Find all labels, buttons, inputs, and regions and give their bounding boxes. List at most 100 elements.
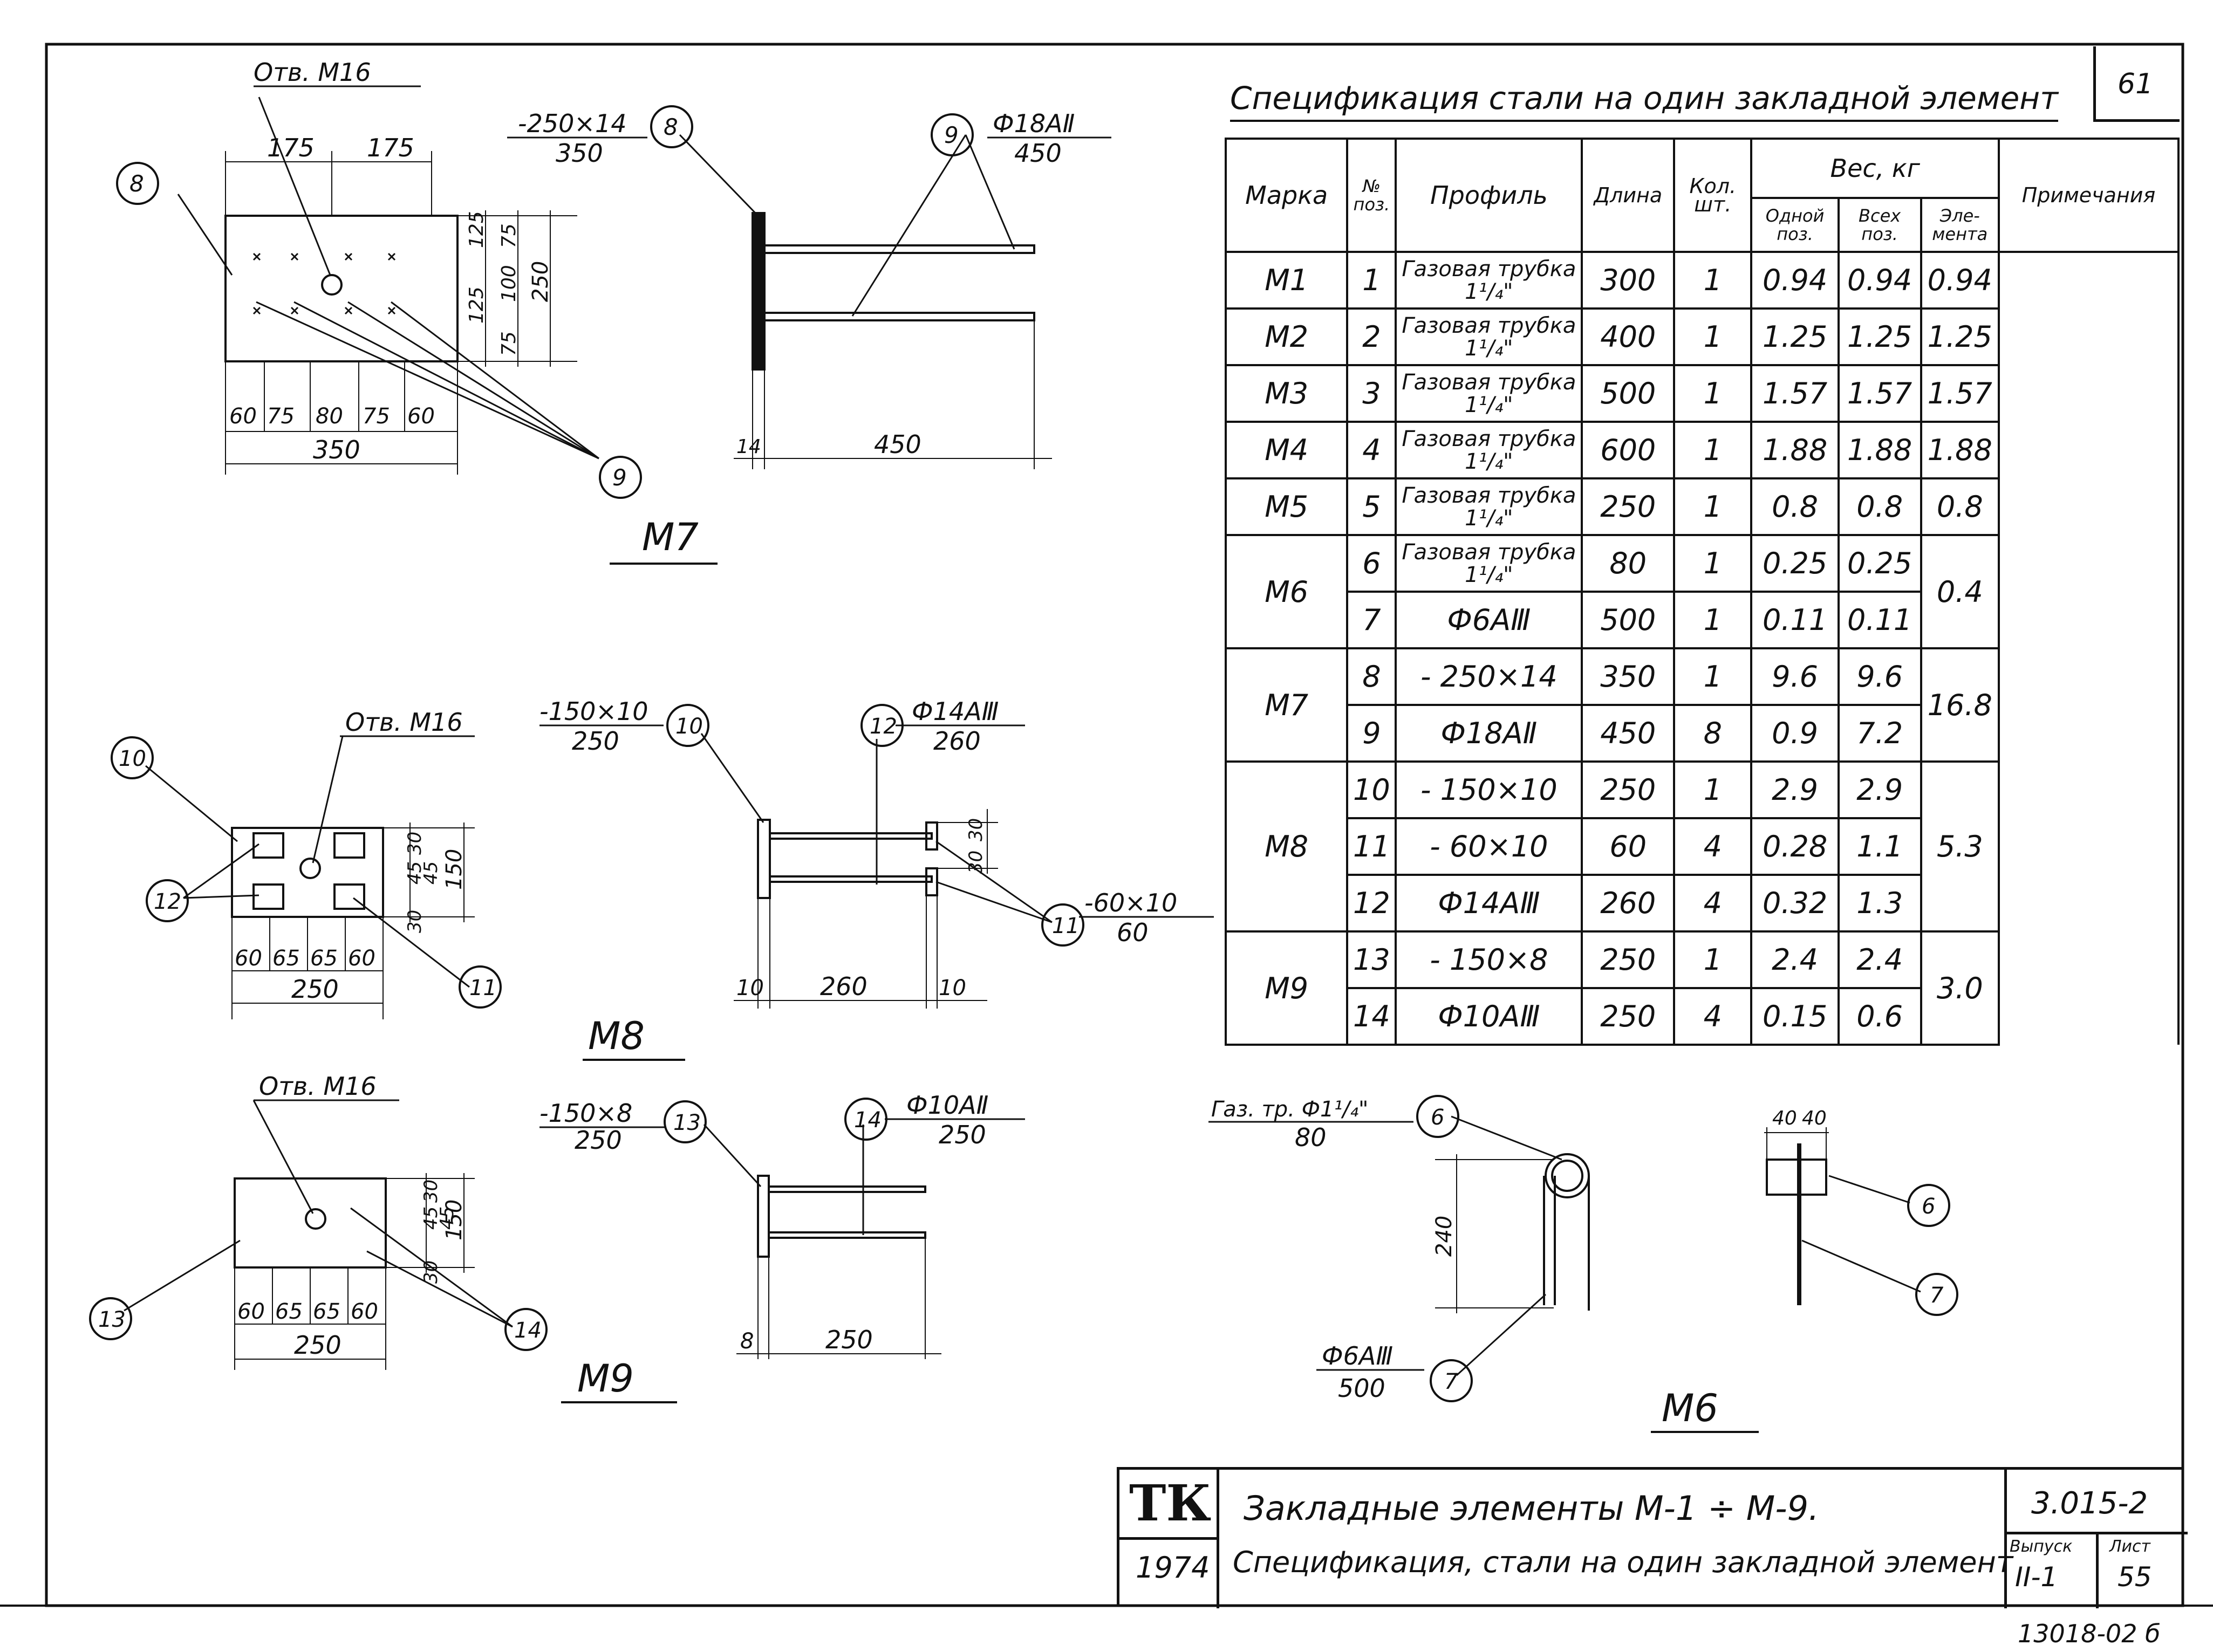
svg-text:350: 350 — [556, 139, 603, 168]
title-line-2: Спецификация, стали на один закладной эл… — [1233, 1545, 2013, 1579]
svg-text:450: 450 — [874, 430, 921, 459]
svg-text:260: 260 — [820, 972, 868, 1001]
title-line-1: Закладные элементы M-1 ÷ M-9. — [1244, 1489, 1819, 1528]
svg-text:45: 45 — [420, 1207, 442, 1230]
drawing-m6 — [1208, 1095, 1958, 1433]
svg-text:11: 11 — [1052, 914, 1080, 938]
svg-text:30: 30 — [420, 1260, 442, 1284]
svg-text:30: 30 — [965, 851, 987, 874]
svg-text:250: 250 — [291, 975, 339, 1004]
logo: ТК — [1129, 1474, 1212, 1532]
svg-text:250: 250 — [825, 1325, 873, 1354]
m7-plate-plan — [224, 215, 459, 362]
svg-text:7: 7 — [1444, 1369, 1458, 1394]
svg-text:14: 14 — [514, 1318, 542, 1343]
svg-text:350: 350 — [313, 435, 360, 464]
svg-text:125: 125 — [466, 211, 488, 248]
svg-text:6: 6 — [1431, 1105, 1444, 1130]
svg-text:30: 30 — [420, 1180, 442, 1203]
svg-text:125: 125 — [466, 286, 488, 324]
svg-text:60: 60 — [235, 946, 262, 971]
svg-text:175: 175 — [267, 133, 315, 162]
col-length: Длина — [1581, 138, 1676, 253]
svg-text:250: 250 — [294, 1331, 341, 1360]
col-mark: Марка — [1224, 138, 1349, 253]
svg-text:13: 13 — [673, 1111, 701, 1135]
svg-text:75: 75 — [363, 404, 390, 429]
svg-text:75: 75 — [267, 404, 295, 429]
svg-text:10: 10 — [119, 746, 146, 771]
svg-text:60: 60 — [407, 404, 435, 429]
svg-text:8: 8 — [664, 114, 678, 140]
svg-text:-150×8: -150×8 — [539, 1099, 632, 1128]
svg-text:60: 60 — [1117, 918, 1149, 947]
svg-text:Отв. M16: Отв. M16 — [345, 708, 463, 737]
svg-text:9: 9 — [612, 464, 627, 491]
svg-text:100: 100 — [498, 265, 520, 302]
svg-text:40: 40 — [1802, 1107, 1827, 1129]
svg-text:65: 65 — [272, 946, 300, 971]
year: 1974 — [1136, 1551, 1210, 1585]
svg-text:240: 240 — [1432, 1216, 1457, 1257]
sheet-number: 61 — [2118, 68, 2154, 100]
svg-text:Газ. тр. Ф1¹/₄": Газ. тр. Ф1¹/₄" — [1211, 1097, 1368, 1122]
svg-text:150: 150 — [442, 849, 467, 890]
col-qty: Кол. шт. — [1673, 138, 1753, 253]
col-weight: Вес, кг — [1750, 138, 2000, 199]
svg-text:30: 30 — [404, 910, 426, 933]
drawing-m8 — [111, 704, 1214, 1061]
drawing-m7 — [116, 85, 1111, 565]
svg-text:7: 7 — [1930, 1283, 1944, 1308]
svg-text:250: 250 — [575, 1126, 622, 1155]
svg-text:45: 45 — [404, 861, 426, 885]
svg-text:10: 10 — [675, 714, 703, 739]
svg-text:75: 75 — [498, 331, 520, 356]
svg-text:80: 80 — [1295, 1123, 1327, 1152]
svg-text:Ф10АⅡ: Ф10АⅡ — [906, 1091, 988, 1120]
svg-text:45: 45 — [420, 861, 442, 885]
col-weight-one: Одной поз. — [1750, 197, 1840, 253]
m8-plate-side — [757, 819, 771, 899]
svg-text:45: 45 — [436, 1207, 458, 1230]
svg-text:-250×14: -250×14 — [518, 109, 626, 138]
svg-text:12: 12 — [870, 714, 897, 739]
svg-text:30: 30 — [965, 818, 987, 841]
svg-text:Отв. M16: Отв. M16 — [259, 1072, 377, 1101]
svg-text:40: 40 — [1772, 1107, 1797, 1129]
m7-hole — [321, 274, 343, 296]
svg-text:60: 60 — [229, 404, 257, 429]
svg-text:250: 250 — [572, 726, 619, 756]
m9-plate-plan — [234, 1177, 387, 1269]
svg-text:10: 10 — [736, 976, 764, 1000]
issue-label: Выпуск — [2010, 1537, 2073, 1556]
svg-text:60: 60 — [348, 946, 375, 971]
svg-text:12: 12 — [154, 889, 181, 914]
spec-table: Марка № поз. Профиль Длина Кол. шт. Вес,… — [1224, 138, 2180, 1046]
svg-text:14: 14 — [736, 436, 761, 458]
svg-text:65: 65 — [310, 946, 338, 971]
m7-plate-side — [752, 212, 766, 371]
svg-text:250: 250 — [528, 261, 553, 302]
title-block: ТК 1974 Закладные элементы M-1 ÷ M-9. Сп… — [1117, 1467, 2188, 1608]
svg-text:10: 10 — [939, 976, 966, 1000]
sheet-label: Лист — [2109, 1537, 2151, 1556]
col-profile: Профиль — [1395, 138, 1583, 253]
svg-text:-60×10: -60×10 — [1084, 888, 1177, 917]
svg-text:30: 30 — [404, 832, 426, 855]
svg-text:13: 13 — [98, 1307, 126, 1332]
col-weight-element: Эле- мента — [1920, 197, 2000, 253]
issue-value: II-1 — [2015, 1561, 2058, 1593]
svg-text:450: 450 — [1014, 139, 1062, 168]
svg-text:80: 80 — [316, 404, 343, 429]
m8-view-title: M8 — [588, 1014, 645, 1058]
svg-text:Ф14АⅢ: Ф14АⅢ — [912, 697, 999, 726]
